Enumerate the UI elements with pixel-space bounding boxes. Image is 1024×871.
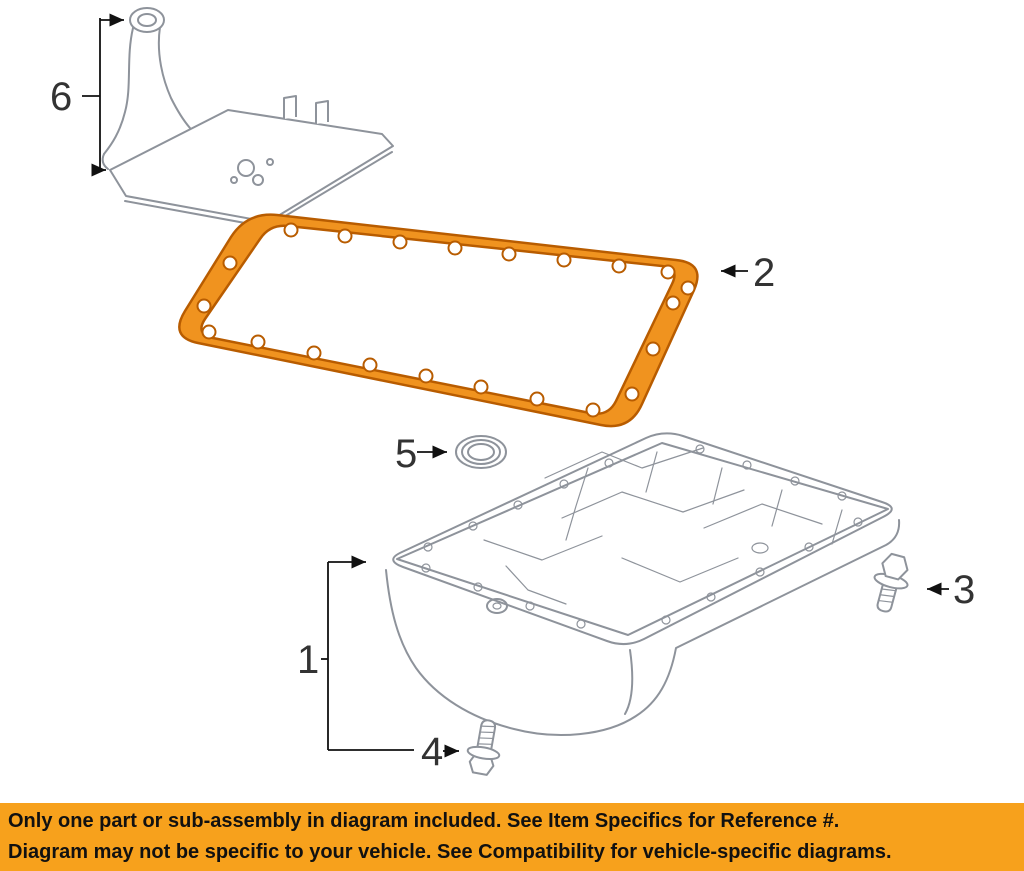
part-3-bolt-drawing xyxy=(873,552,909,613)
parts-diagram-canvas: 6 2 5 1 3 4 xyxy=(50,7,975,776)
part-label-3: 3 xyxy=(953,568,975,612)
leader-6 xyxy=(82,13,124,177)
part-label-1: 1 xyxy=(297,638,319,682)
pan-rim-bolt-holes xyxy=(421,444,863,629)
disclaimer-line-2: Diagram may not be specific to your vehi… xyxy=(8,841,892,863)
part-6-filter-drawing xyxy=(101,7,394,228)
part-label-4: 4 xyxy=(421,730,443,774)
part-2-gasket-drawing xyxy=(178,213,699,428)
leader-1 xyxy=(321,555,414,751)
part-label-2: 2 xyxy=(753,251,775,295)
part-5-seal-drawing xyxy=(455,435,507,469)
pan-interior-detail xyxy=(483,447,843,605)
part-label-6: 6 xyxy=(50,75,72,119)
disclaimer-line-1: Only one part or sub-assembly in diagram… xyxy=(8,810,840,832)
part-4-bolt-drawing xyxy=(466,719,501,776)
gasket-bolt-holes xyxy=(196,222,696,418)
disclaimer-banner: Only one part or sub-assembly in diagram… xyxy=(0,803,1024,871)
filter-grommet-ring xyxy=(129,7,165,33)
part-1-oil-pan-drawing xyxy=(385,432,901,736)
part-label-5: 5 xyxy=(395,432,417,476)
